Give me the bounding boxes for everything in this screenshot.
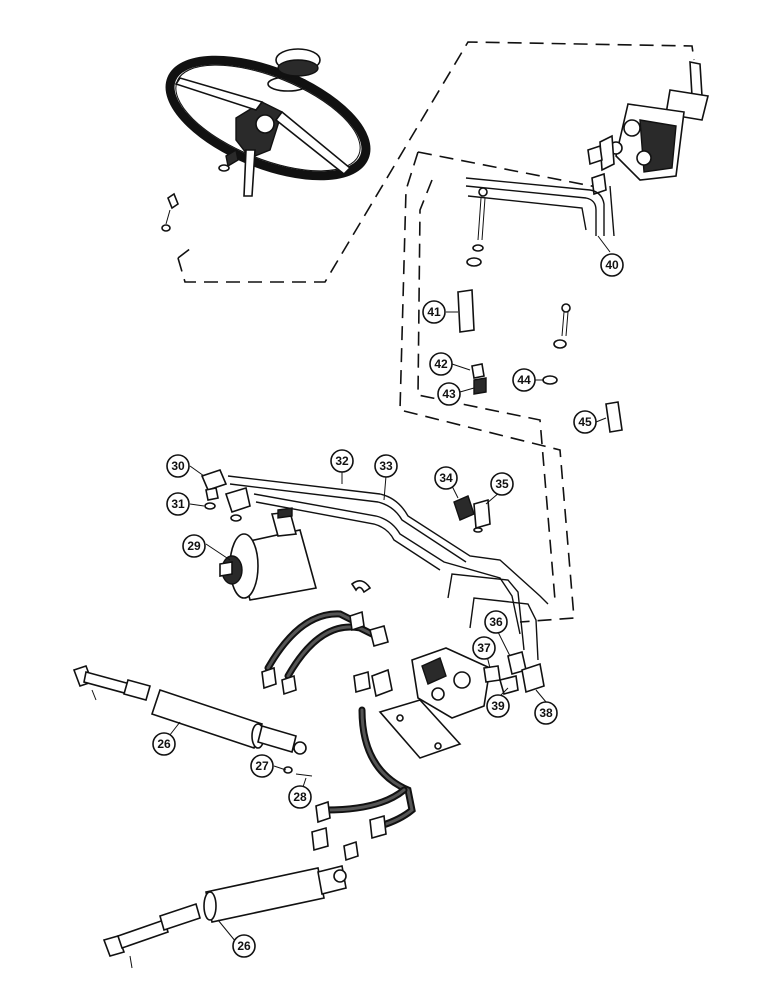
callout-32: 32 bbox=[330, 449, 354, 473]
o-ring-31 bbox=[204, 502, 216, 510]
elbow-fitting-30 bbox=[200, 469, 228, 501]
svg-text:45: 45 bbox=[578, 415, 592, 429]
washer-44-bolt bbox=[542, 303, 571, 385]
svg-text:43: 43 bbox=[442, 387, 456, 401]
control-valve bbox=[411, 647, 491, 719]
horn-button-cap bbox=[275, 48, 321, 77]
hose-clip bbox=[350, 580, 372, 594]
svg-text:38: 38 bbox=[539, 706, 553, 720]
callout-39: 39 bbox=[486, 694, 510, 718]
svg-text:27: 27 bbox=[255, 759, 269, 773]
lines-group-inner-dashed bbox=[417, 179, 556, 601]
horn-cap-ring bbox=[267, 76, 309, 92]
valve-mounting-bracket bbox=[378, 699, 462, 759]
steering-wheel bbox=[165, 55, 371, 197]
lines-group-dashed-outline bbox=[399, 151, 613, 623]
fitting-34 bbox=[453, 495, 475, 521]
cotter-pin-28 bbox=[295, 773, 313, 777]
callout-33: 33 bbox=[374, 454, 398, 478]
svg-text:42: 42 bbox=[434, 357, 448, 371]
svg-text:35: 35 bbox=[495, 477, 509, 491]
callout-29: 29 bbox=[182, 534, 206, 558]
callout-45: 45 bbox=[573, 410, 597, 434]
callout-37: 37 bbox=[472, 636, 496, 660]
steering-cylinder-26-upper bbox=[72, 664, 307, 755]
steering-group-dashed-outline-left bbox=[177, 244, 196, 259]
tube-32 bbox=[227, 475, 549, 605]
callout-36: 36 bbox=[484, 610, 508, 634]
wheel-mounting-bolt bbox=[161, 192, 179, 232]
svg-text:37: 37 bbox=[477, 641, 491, 655]
svg-text:36: 36 bbox=[489, 615, 503, 629]
tube-33 bbox=[253, 493, 521, 635]
callouts: 26 26 27 28 29 30 31 32 bbox=[152, 253, 624, 958]
svg-text:32: 32 bbox=[335, 454, 349, 468]
fitting-35 bbox=[473, 498, 491, 533]
steering-metering-unit bbox=[609, 61, 709, 181]
hydraulic-pump-29 bbox=[219, 507, 318, 601]
clamp-bolt-upper bbox=[466, 187, 488, 267]
callout-42: 42 bbox=[429, 352, 453, 376]
tube-40 bbox=[465, 177, 615, 237]
steering-cylinder-26-lower bbox=[102, 865, 347, 969]
callout-40: 40 bbox=[600, 253, 624, 277]
pin-27 bbox=[283, 766, 293, 774]
svg-text:39: 39 bbox=[491, 699, 505, 713]
svg-text:40: 40 bbox=[605, 258, 619, 272]
wheel-nut-and-washer bbox=[218, 148, 239, 172]
elbow-fitting-pump bbox=[224, 486, 251, 522]
tube-to-valve bbox=[447, 573, 539, 661]
callout-26-lower: 26 bbox=[232, 934, 256, 958]
hydraulic-hoses bbox=[264, 610, 416, 830]
metering-unit-fittings bbox=[587, 134, 615, 196]
steering-group-dashed-outline bbox=[177, 41, 695, 283]
svg-text:30: 30 bbox=[171, 459, 185, 473]
svg-text:34: 34 bbox=[439, 471, 453, 485]
callout-44: 44 bbox=[512, 368, 536, 392]
pin-45 bbox=[605, 401, 623, 433]
svg-text:26: 26 bbox=[237, 939, 251, 953]
valve-fitting-39 bbox=[499, 675, 519, 695]
svg-text:41: 41 bbox=[427, 305, 441, 319]
callout-27: 27 bbox=[250, 754, 274, 778]
callout-31: 31 bbox=[166, 492, 190, 516]
svg-text:31: 31 bbox=[171, 497, 185, 511]
bushing-43 bbox=[473, 377, 487, 395]
svg-text:29: 29 bbox=[187, 539, 201, 553]
callout-43: 43 bbox=[437, 382, 461, 406]
spacer-41 bbox=[457, 289, 475, 333]
valve-fitting-37 bbox=[483, 665, 501, 683]
callout-34: 34 bbox=[434, 466, 458, 490]
callout-41: 41 bbox=[422, 300, 446, 324]
callout-38: 38 bbox=[534, 701, 558, 725]
nut-42 bbox=[471, 363, 485, 379]
callout-26-upper: 26 bbox=[152, 732, 176, 756]
hose-end-fittings bbox=[261, 610, 393, 862]
svg-text:33: 33 bbox=[379, 459, 393, 473]
callout-28: 28 bbox=[288, 785, 312, 809]
leader-lines bbox=[165, 235, 611, 943]
callout-30: 30 bbox=[166, 454, 190, 478]
svg-text:44: 44 bbox=[517, 373, 531, 387]
svg-text:28: 28 bbox=[293, 790, 307, 804]
valve-fitting-38 bbox=[521, 662, 545, 694]
svg-text:26: 26 bbox=[157, 737, 171, 751]
callout-35: 35 bbox=[490, 472, 514, 496]
